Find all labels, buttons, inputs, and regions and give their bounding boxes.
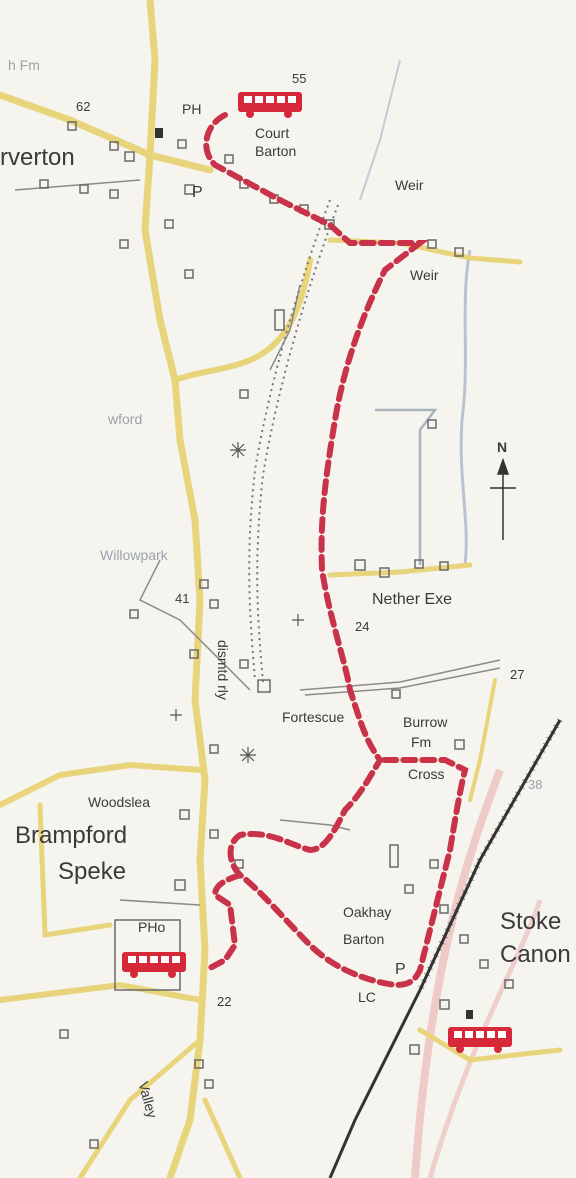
label-weir-2: Weir	[410, 267, 439, 283]
label-willowpark: Willowpark	[100, 547, 168, 563]
label-fm: Fm	[411, 734, 432, 750]
label-weir-1: Weir	[395, 177, 424, 193]
label-canon: Canon	[500, 941, 571, 968]
stream	[359, 59, 401, 201]
label-fortescue: Fortescue	[282, 709, 345, 725]
label-cross: Cross	[408, 766, 445, 782]
label-speke: Speke	[58, 858, 127, 885]
label-spot-height-62: 62	[76, 99, 91, 114]
stream	[375, 408, 438, 565]
label-spot-height-38: 38	[528, 777, 543, 792]
label-lc: LC	[358, 989, 376, 1005]
label-barton-top: Barton	[255, 143, 297, 159]
label-spot-height-41: 41	[175, 591, 190, 606]
bus-icon	[122, 952, 186, 978]
dismantled-railway	[256, 204, 339, 683]
walking-route	[203, 112, 469, 989]
label-p-top: P	[192, 184, 203, 201]
label-rverton: rverton	[0, 144, 75, 171]
label-north: N	[497, 439, 508, 455]
label-wford: wford	[108, 411, 143, 427]
major-roads	[0, 0, 563, 1178]
label-spot-height-55: 55	[292, 71, 307, 86]
label-court: Court	[255, 125, 290, 141]
label-nether-exe: Nether Exe	[372, 591, 453, 608]
label-barton-bottom: Barton	[343, 931, 385, 947]
label-spot-height-24: 24	[355, 619, 370, 634]
railway	[328, 719, 562, 1178]
label-h-fm: h Fm	[8, 57, 40, 73]
label-burrow: Burrow	[403, 714, 448, 730]
label-brampford: Brampford	[15, 822, 128, 849]
buildings	[39, 121, 514, 1149]
railway-ticks	[417, 718, 563, 992]
bus-icon	[448, 1027, 512, 1053]
label-stoke: Stoke	[500, 908, 562, 935]
label-woodslea: Woodslea	[88, 794, 151, 810]
label-pho: PHo	[138, 919, 166, 935]
footpath-marks	[170, 442, 304, 763]
minor-roads	[14, 179, 501, 906]
church-icon	[466, 1010, 473, 1019]
stream	[459, 249, 472, 566]
church-icon	[155, 128, 163, 138]
river-creek	[427, 899, 543, 1178]
label-ph-top: PH	[182, 101, 202, 117]
dismantled-railway	[248, 199, 331, 681]
label-dismtd-rly: dismtd rly	[215, 640, 231, 700]
label-spot-height-27: 27	[510, 667, 525, 682]
label-spot-height-22: 22	[217, 994, 232, 1009]
north-arrow-icon	[490, 457, 516, 540]
label-p-bottom: P	[395, 961, 406, 978]
label-oakhay: Oakhay	[343, 904, 392, 920]
bus-icon	[238, 92, 302, 118]
